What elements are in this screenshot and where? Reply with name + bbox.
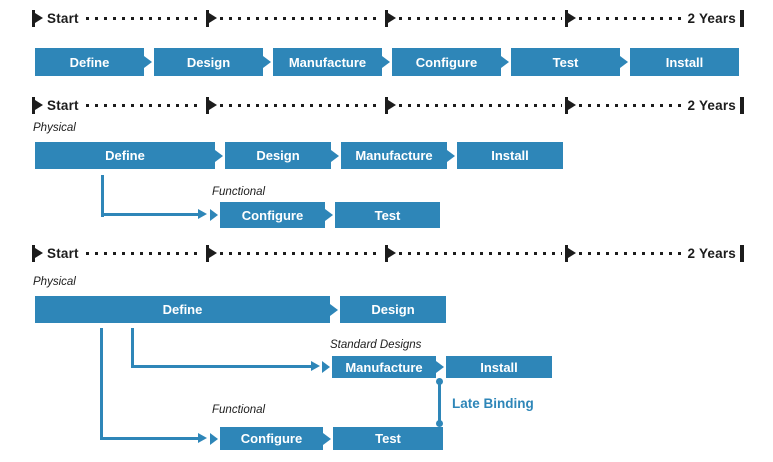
timeline-dots: [399, 251, 562, 255]
scenario1-process-row: Define Design Manufacture Configure Test…: [35, 48, 739, 76]
phase-box-manufacture: Manufacture: [332, 356, 436, 378]
chevron-separator-icon: [322, 356, 332, 378]
milestone-marker-icon: [385, 96, 397, 114]
phase-box-design: Design: [154, 48, 263, 76]
milestone-marker-icon: [32, 244, 43, 262]
milestone-marker-icon: [205, 244, 217, 262]
timeline-end-bar-icon: [740, 96, 744, 114]
flow-arrow-head-icon: [198, 209, 207, 219]
milestone-marker-icon: [564, 244, 576, 262]
milestone-marker-icon: [564, 9, 576, 27]
scenario3-standard-designs-label: Standard Designs: [330, 339, 422, 351]
chevron-separator-icon: [382, 48, 392, 76]
phase-box-install: Install: [446, 356, 552, 378]
phase-box-test: Test: [333, 427, 443, 450]
late-binding-connector-line: [438, 384, 441, 421]
timeline-end-bar-icon: [740, 9, 744, 27]
phase-box-manufacture: Manufacture: [273, 48, 382, 76]
chevron-separator-icon: [501, 48, 511, 76]
chevron-separator-icon: [330, 296, 340, 323]
timeline-2: Start 2 Years: [32, 95, 744, 115]
timeline-start-label: Start: [47, 245, 79, 261]
flow-arrow-line: [101, 213, 198, 216]
scenario2-physical-row: Define Design Manufacture Install: [35, 142, 563, 169]
timeline-end-label: 2 Years: [687, 245, 736, 261]
timeline-1: Start 2 Years: [32, 8, 744, 28]
timeline-dots: [85, 251, 203, 255]
timeline-end-label: 2 Years: [687, 97, 736, 113]
chevron-separator-icon: [331, 142, 341, 169]
scenario3-functional-row: Configure Test: [210, 427, 443, 450]
chevron-separator-icon: [323, 427, 333, 450]
timeline-end-label: 2 Years: [687, 10, 736, 26]
phase-box-install: Install: [457, 142, 563, 169]
phase-box-define: Define: [35, 48, 144, 76]
flow-arrow-line: [131, 365, 311, 368]
phase-box-test: Test: [335, 202, 440, 228]
timeline-3: Start 2 Years: [32, 243, 744, 263]
chevron-separator-icon: [620, 48, 630, 76]
scenario3-functional-label: Functional: [212, 404, 266, 416]
chevron-separator-icon: [144, 48, 154, 76]
flow-arrow-line: [101, 175, 104, 217]
timeline-start-label: Start: [47, 10, 79, 26]
phase-box-define: Define: [35, 142, 215, 169]
milestone-marker-icon: [205, 96, 217, 114]
milestone-marker-icon: [385, 9, 397, 27]
flow-arrow-head-icon: [198, 433, 207, 443]
timeline-dots: [399, 16, 562, 20]
milestone-marker-icon: [564, 96, 576, 114]
timeline-dots: [219, 103, 383, 107]
timeline-dots: [578, 103, 681, 107]
phase-box-test: Test: [511, 48, 620, 76]
late-binding-label: Late Binding: [452, 396, 534, 411]
binding-dot-icon: [436, 378, 443, 385]
chevron-separator-icon: [436, 356, 446, 378]
chevron-separator-icon: [210, 202, 220, 228]
chevron-separator-icon: [215, 142, 225, 169]
scenario3-physical-row: Define Design: [35, 296, 446, 323]
binding-dot-icon: [436, 420, 443, 427]
timeline-dots: [578, 16, 681, 20]
timeline-dots: [85, 16, 203, 20]
scenario3-physical-label: Physical: [33, 276, 76, 288]
timeline-dots: [219, 16, 383, 20]
timeline-dots: [219, 251, 383, 255]
phase-box-install: Install: [630, 48, 739, 76]
flow-arrow-line: [100, 328, 103, 440]
timeline-dots: [578, 251, 681, 255]
timeline-end-bar-icon: [740, 244, 744, 262]
timeline-start-label: Start: [47, 97, 79, 113]
flow-arrow-line: [100, 437, 198, 440]
milestone-marker-icon: [385, 244, 397, 262]
milestone-marker-icon: [32, 9, 43, 27]
milestone-marker-icon: [32, 96, 43, 114]
chevron-separator-icon: [210, 427, 220, 450]
flow-arrow-head-icon: [311, 361, 320, 371]
flow-arrow-line: [131, 328, 134, 368]
phase-box-define: Define: [35, 296, 330, 323]
scenario3-standard-designs-row: Manufacture Install: [322, 356, 552, 378]
phase-box-configure: Configure: [220, 427, 323, 450]
phase-box-configure: Configure: [220, 202, 325, 228]
chevron-separator-icon: [325, 202, 335, 228]
timeline-dots: [399, 103, 562, 107]
phase-box-design: Design: [225, 142, 331, 169]
phase-box-manufacture: Manufacture: [341, 142, 447, 169]
phase-box-design: Design: [340, 296, 446, 323]
phase-box-configure: Configure: [392, 48, 501, 76]
chevron-separator-icon: [263, 48, 273, 76]
scenario2-functional-row: Configure Test: [210, 202, 440, 228]
timeline-dots: [85, 103, 203, 107]
milestone-marker-icon: [205, 9, 217, 27]
chevron-separator-icon: [447, 142, 457, 169]
scenario2-physical-label: Physical: [33, 122, 76, 134]
scenario2-functional-label: Functional: [212, 186, 266, 198]
